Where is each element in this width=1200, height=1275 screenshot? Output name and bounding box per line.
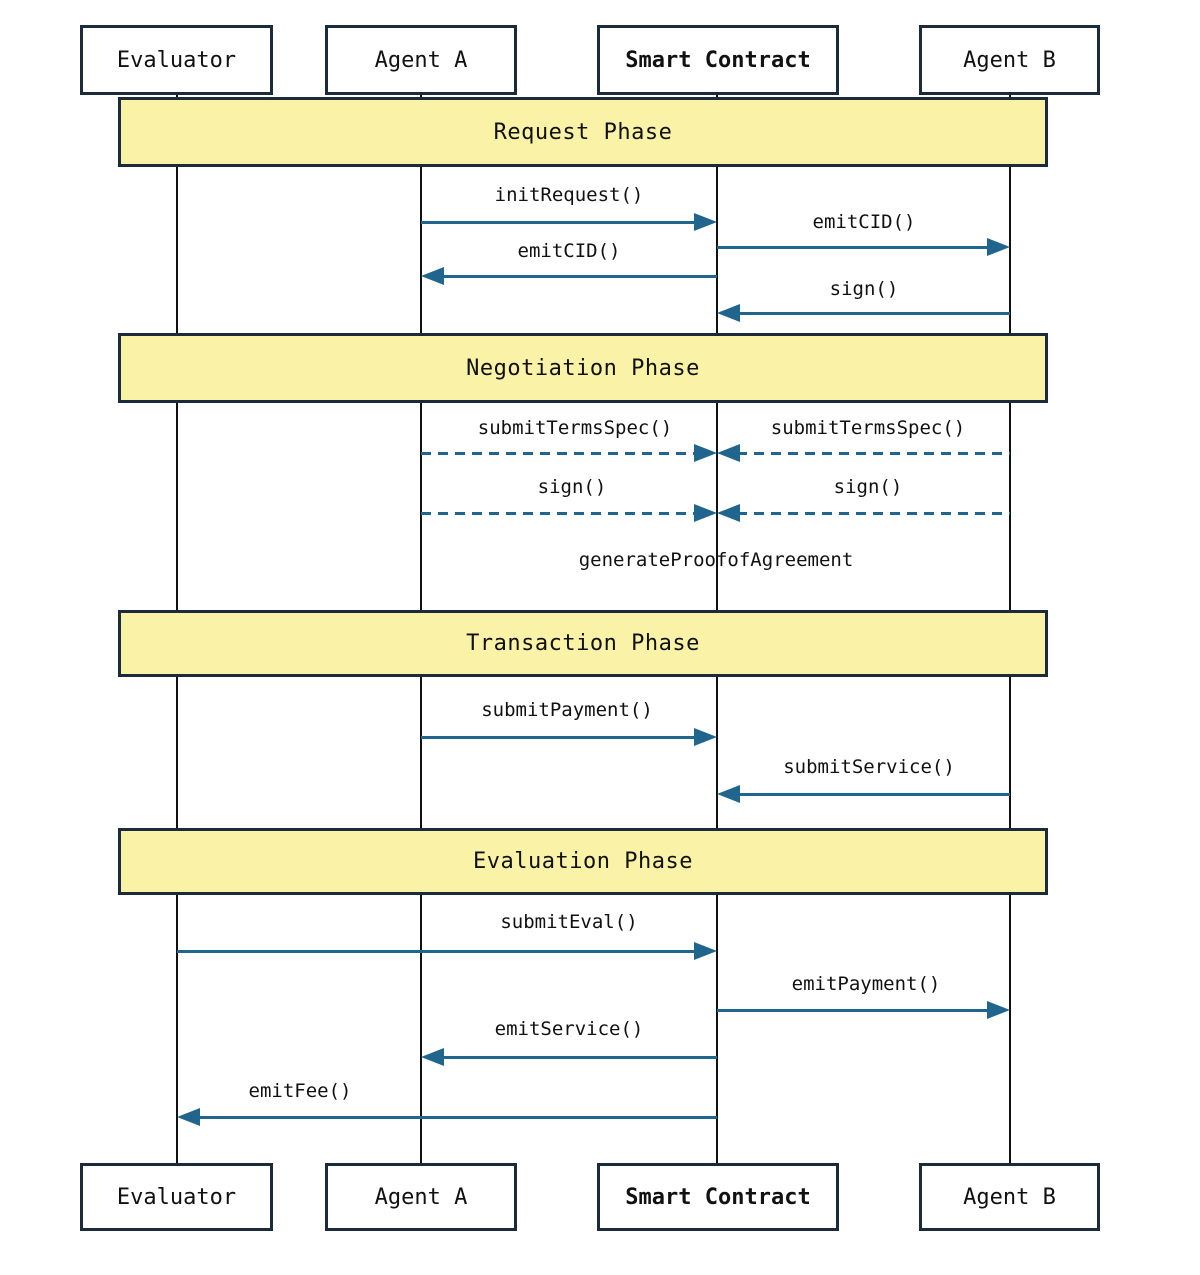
message-2-label: emitCID() — [517, 240, 621, 262]
message-9-arrowhead-icon — [694, 728, 717, 746]
message-4-arrowhead-icon — [694, 444, 717, 462]
message-1-label: emitCID() — [812, 211, 916, 233]
message-14-line — [197, 1116, 717, 1119]
message-14-label: emitFee() — [248, 1080, 352, 1102]
participant-box-top-evaluator: Evaluator — [80, 25, 273, 95]
message-10-label: submitService() — [783, 756, 955, 778]
participant-label: Agent A — [374, 47, 468, 73]
message-1-line — [717, 246, 990, 249]
message-8-label: generateProofofAgreement — [578, 549, 854, 571]
phase-label: Transaction Phase — [466, 631, 700, 656]
message-5-label: submitTermsSpec() — [770, 417, 966, 439]
message-13-line — [441, 1056, 717, 1059]
participant-label: Agent B — [963, 47, 1056, 73]
message-3-arrowhead-icon — [717, 304, 740, 322]
participant-box-bottom-smart-contract: Smart Contract — [597, 1163, 839, 1231]
message-0-arrowhead-icon — [694, 213, 717, 231]
message-12-line — [717, 1009, 990, 1012]
message-1-arrowhead-icon — [987, 238, 1010, 256]
message-7-label: sign() — [833, 476, 903, 498]
message-4-line — [421, 452, 697, 455]
message-14-arrowhead-icon — [177, 1108, 200, 1126]
participant-box-bottom-agent-b: Agent B — [919, 1163, 1100, 1231]
participant-box-bottom-evaluator: Evaluator — [80, 1163, 273, 1231]
message-9-label: submitPayment() — [481, 699, 653, 721]
phase-band: Evaluation Phase — [118, 828, 1048, 895]
message-0-label: initRequest() — [494, 184, 644, 206]
participant-box-bottom-agent-a: Agent A — [325, 1163, 517, 1231]
message-3-line — [737, 312, 1010, 315]
phase-band: Request Phase — [118, 97, 1048, 167]
message-11-line — [177, 950, 697, 953]
participant-box-top-agent-b: Agent B — [919, 25, 1100, 95]
message-13-arrowhead-icon — [421, 1048, 444, 1066]
message-11-label: submitEval() — [500, 911, 638, 933]
participant-label: Evaluator — [116, 47, 237, 73]
participant-label: Agent A — [374, 1184, 468, 1210]
message-5-line — [737, 452, 1010, 455]
participant-label: Evaluator — [116, 1184, 237, 1210]
participant-box-top-smart-contract: Smart Contract — [597, 25, 839, 95]
message-12-arrowhead-icon — [987, 1001, 1010, 1019]
message-11-arrowhead-icon — [694, 942, 717, 960]
message-4-label: submitTermsSpec() — [477, 417, 673, 439]
message-7-arrowhead-icon — [717, 504, 740, 522]
participant-label: Smart Contract — [625, 47, 811, 73]
phase-band: Negotiation Phase — [118, 333, 1048, 403]
message-6-line — [421, 512, 697, 515]
phase-label: Evaluation Phase — [473, 849, 693, 874]
message-6-arrowhead-icon — [694, 504, 717, 522]
message-7-line — [737, 512, 1010, 515]
message-2-arrowhead-icon — [421, 267, 444, 285]
message-3-label: sign() — [829, 278, 899, 300]
message-10-arrowhead-icon — [717, 785, 740, 803]
message-5-arrowhead-icon — [717, 444, 740, 462]
message-13-label: emitService() — [494, 1018, 644, 1040]
message-0-line — [421, 221, 697, 224]
participant-box-top-agent-a: Agent A — [325, 25, 517, 95]
phase-label: Request Phase — [493, 119, 673, 145]
participant-label: Smart Contract — [625, 1184, 811, 1210]
participant-label: Agent B — [963, 1184, 1056, 1210]
message-2-line — [441, 275, 717, 278]
message-6-label: sign() — [537, 476, 607, 498]
message-12-label: emitPayment() — [791, 973, 941, 995]
message-10-line — [737, 793, 1010, 796]
phase-band: Transaction Phase — [118, 610, 1048, 677]
message-9-line — [421, 736, 697, 739]
phase-label: Negotiation Phase — [466, 355, 700, 381]
